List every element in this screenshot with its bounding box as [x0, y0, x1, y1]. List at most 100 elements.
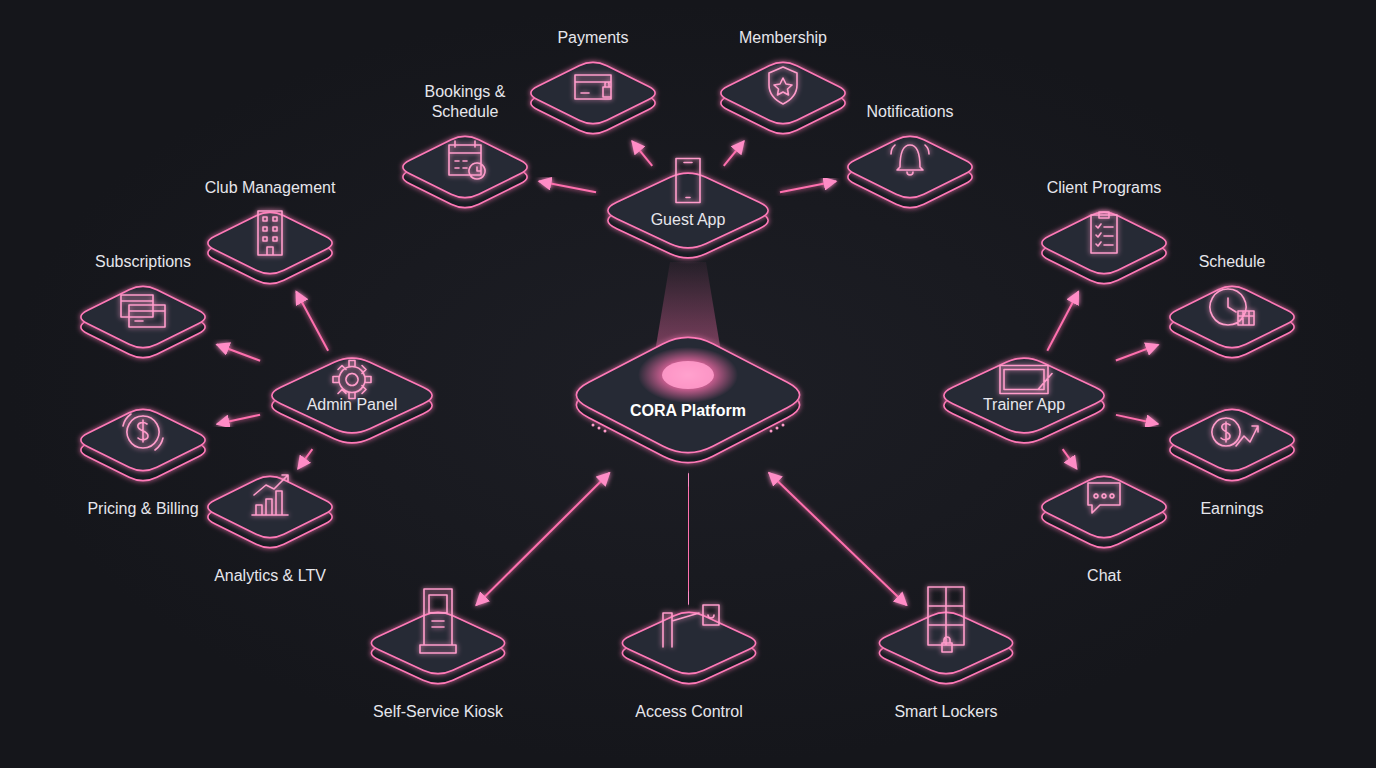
connector — [687, 474, 690, 604]
tile-holder — [395, 132, 535, 212]
module-label: Access Control — [635, 702, 743, 722]
tile-top — [1042, 212, 1166, 273]
tile-shape — [1162, 405, 1302, 485]
icon — [420, 589, 456, 653]
connector — [296, 292, 328, 351]
app-hub: Admin Panel — [262, 353, 442, 448]
node-label: Admin Panel — [262, 395, 442, 415]
module-tile: Payments — [523, 28, 663, 138]
module-tile: Notifications — [840, 102, 980, 212]
status-led — [782, 424, 785, 427]
icon — [1210, 289, 1254, 325]
icon — [769, 67, 797, 104]
tile-top — [1170, 409, 1294, 470]
connector — [476, 473, 609, 605]
status-led — [598, 427, 601, 430]
tile-holder — [1034, 472, 1174, 552]
module-label: Client Programs — [1047, 178, 1162, 198]
module-tile: Smart Lockers — [871, 608, 1021, 722]
tile-top — [848, 136, 972, 197]
module-label: Chat — [1087, 566, 1121, 586]
tile-holder — [1034, 208, 1174, 288]
module-label: Notifications — [866, 102, 953, 122]
node-label: CORA Platform — [563, 401, 813, 421]
module-label: Pricing & Billing — [87, 499, 198, 519]
tile-shape — [563, 330, 813, 470]
icon — [1212, 418, 1258, 446]
connector — [446, 394, 559, 396]
connector — [298, 449, 312, 469]
connectors — [217, 141, 1159, 605]
connector — [632, 141, 652, 166]
icon — [123, 414, 163, 450]
tile-top — [721, 62, 845, 123]
tile-holder — [1162, 282, 1302, 362]
app-hub: Guest App — [598, 168, 778, 263]
tile-holder — [363, 608, 513, 688]
tile-holder — [840, 132, 980, 212]
module-tile: Subscriptions — [73, 252, 213, 362]
tile-holder — [73, 282, 213, 362]
module-tile: Pricing & Billing — [73, 405, 213, 519]
connector — [539, 181, 596, 192]
icon — [575, 75, 611, 99]
tile-top — [531, 62, 655, 123]
tile-shape — [713, 58, 853, 138]
tile-shape — [200, 472, 340, 552]
tile-top — [608, 173, 768, 248]
tile-top — [622, 612, 755, 673]
connector — [217, 415, 260, 424]
icon — [663, 605, 719, 647]
tile-top — [944, 358, 1104, 433]
connector — [1116, 345, 1158, 361]
module-tile: Club Management — [200, 178, 340, 288]
module-tile: Access Control — [614, 608, 764, 722]
tile-holder — [200, 208, 340, 288]
module-tile: Client Programs — [1034, 178, 1174, 288]
tile-top — [1042, 476, 1166, 537]
connector — [217, 345, 260, 361]
icon — [1000, 365, 1052, 393]
status-led — [604, 430, 607, 433]
app-hub: Trainer App — [934, 353, 1114, 448]
tile-holder — [1162, 405, 1302, 485]
tile-holder — [523, 58, 663, 138]
icon — [891, 145, 929, 175]
tile-holder — [713, 58, 853, 138]
module-label: Schedule — [1199, 252, 1266, 272]
tile-shape — [73, 405, 213, 485]
tile-holder — [200, 472, 340, 552]
tile-shape — [1034, 208, 1174, 288]
tile-shape — [395, 132, 535, 212]
module-tile: Earnings — [1162, 405, 1302, 519]
connector — [817, 394, 930, 396]
tile-holder — [871, 608, 1021, 688]
tile-shape — [523, 58, 663, 138]
module-label: Club Management — [205, 178, 336, 198]
platform-hub: CORA Platform — [563, 330, 813, 470]
icon — [449, 141, 485, 179]
module-tile: Schedule — [1162, 252, 1302, 362]
tile-holder — [614, 608, 764, 688]
connector — [1063, 449, 1077, 469]
core-light — [662, 361, 714, 389]
module-label: Membership — [739, 28, 827, 48]
module-tile: Chat — [1034, 472, 1174, 586]
module-tile: Self-Service Kiosk — [363, 608, 513, 722]
connector — [780, 181, 836, 192]
tile-top — [81, 409, 205, 470]
tile-shape — [73, 282, 213, 362]
module-tile: Bookings & Schedule — [395, 82, 535, 212]
tile-top — [576, 337, 799, 452]
tile-shape — [200, 208, 340, 288]
tile-top — [81, 286, 205, 347]
connector — [687, 267, 689, 327]
icon — [333, 360, 371, 398]
tile-shape — [871, 608, 1021, 688]
tile-top — [272, 358, 432, 433]
tile-shape — [614, 608, 764, 688]
core-glow — [638, 347, 738, 403]
module-label: Analytics & LTV — [214, 566, 326, 586]
